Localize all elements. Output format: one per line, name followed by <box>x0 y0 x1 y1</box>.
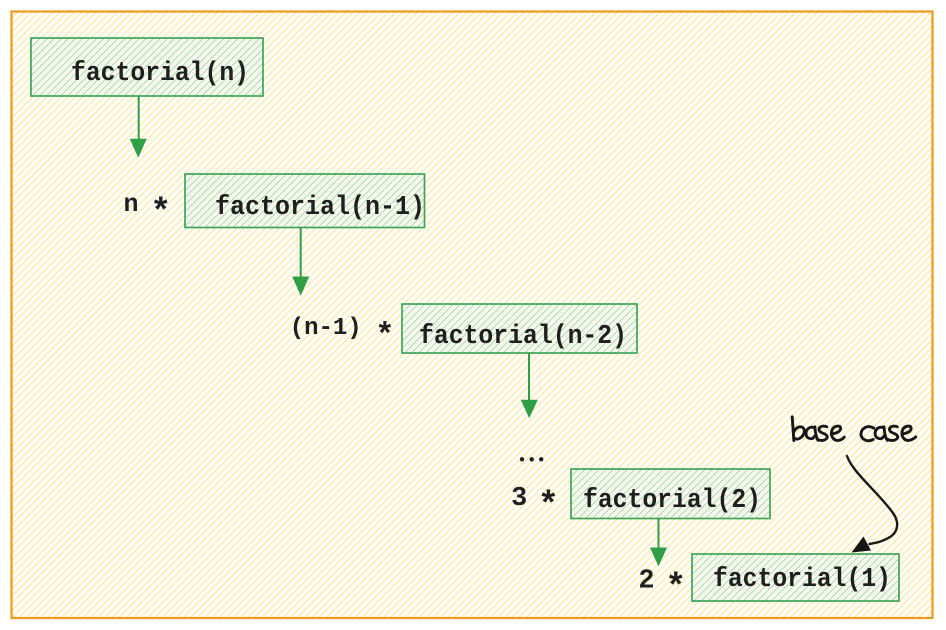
svg-text:factorial(n-1): factorial(n-1) <box>215 193 425 223</box>
svg-text:factorial(2): factorial(2) <box>583 486 761 516</box>
svg-text:*: * <box>375 318 394 355</box>
svg-text:*: * <box>150 193 171 233</box>
svg-text:2: 2 <box>638 566 654 596</box>
svg-text:*: * <box>538 486 559 526</box>
svg-text:(n-1): (n-1) <box>290 315 362 342</box>
svg-text:3: 3 <box>511 484 527 514</box>
svg-text:factorial(n-2): factorial(n-2) <box>419 322 627 352</box>
svg-text:factorial(1): factorial(1) <box>713 565 891 595</box>
svg-text:factorial(n): factorial(n) <box>71 59 249 89</box>
svg-text:n: n <box>124 190 139 219</box>
svg-text:*: * <box>665 568 686 608</box>
